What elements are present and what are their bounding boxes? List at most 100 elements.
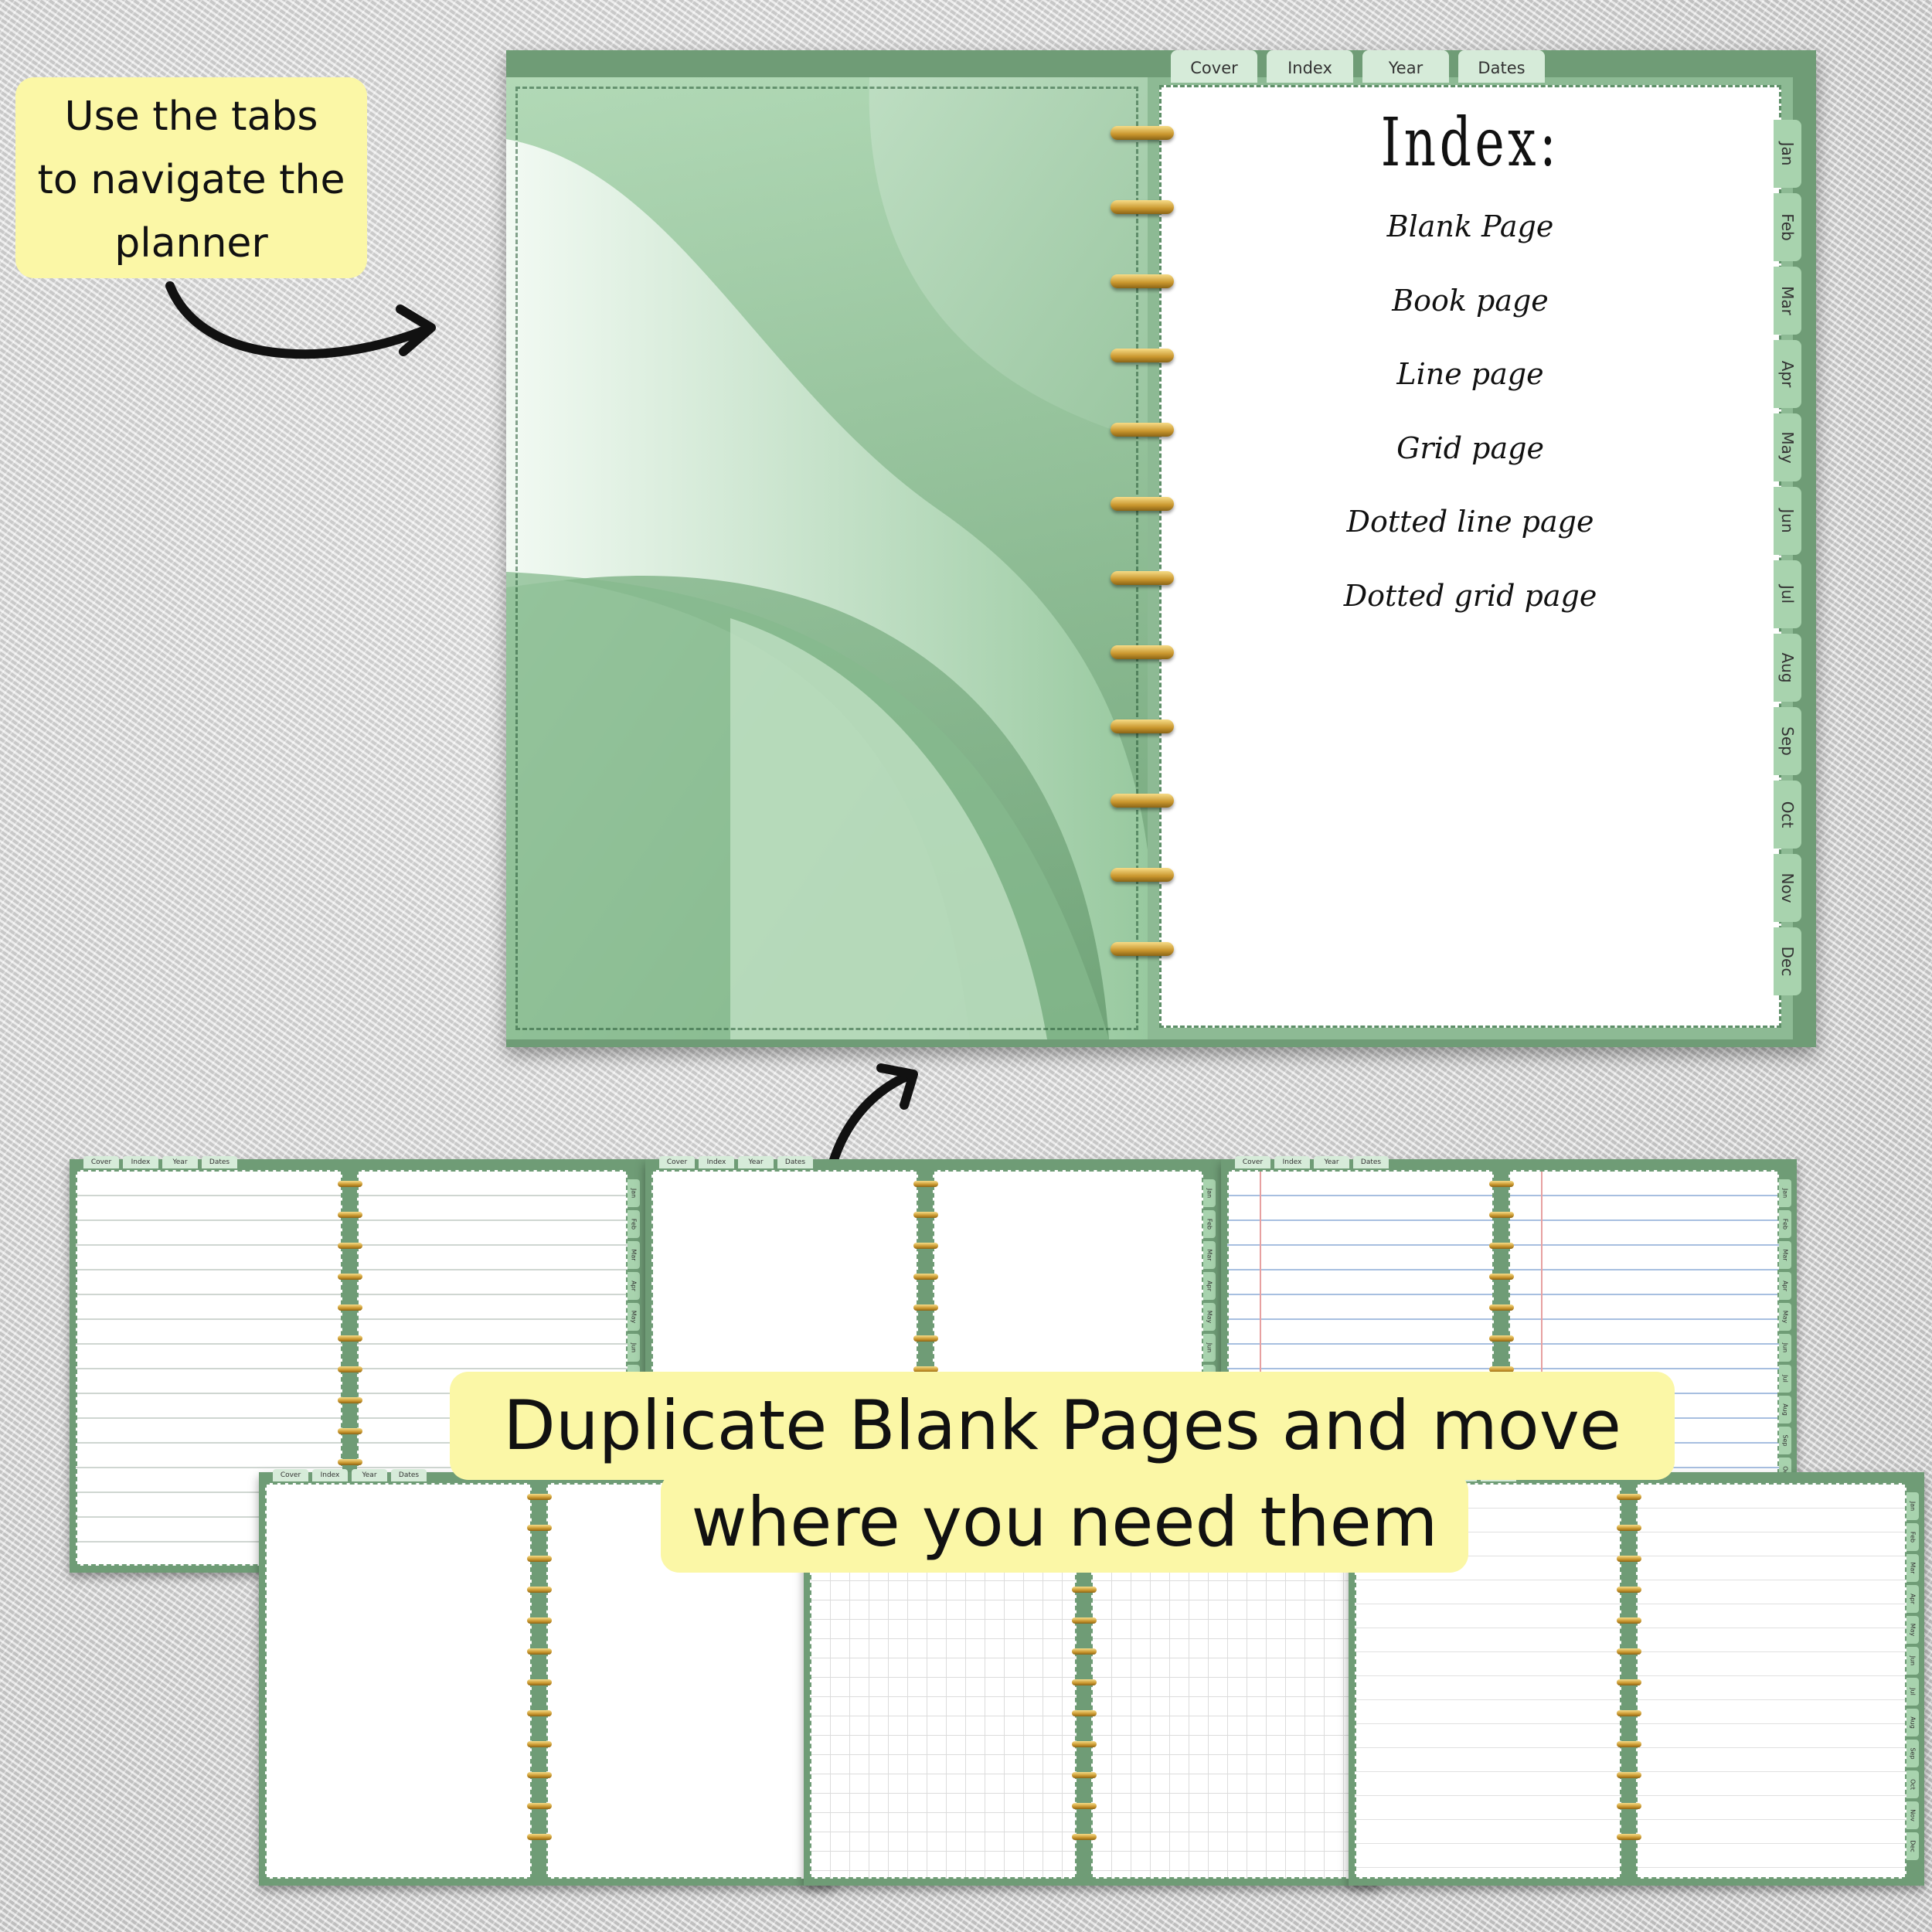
ring [1617,1587,1641,1593]
tab-cover[interactable]: Cover [1235,1156,1270,1168]
tab-year[interactable]: Year [1362,50,1449,83]
curved-arrow-icon [165,281,436,359]
tab-mar[interactable]: Mar [1774,267,1801,335]
tab-jun[interactable]: Jun [1203,1334,1216,1362]
tab-year[interactable]: Year [162,1156,198,1168]
ring [338,1335,362,1342]
tab-mar[interactable]: Mar [628,1241,640,1269]
tab-cover[interactable]: Cover [659,1156,695,1168]
tab-apr[interactable]: Apr [1779,1272,1791,1300]
tab-index[interactable]: Index [1274,1156,1310,1168]
tab-apr[interactable]: Apr [1203,1272,1216,1300]
ring [527,1710,552,1716]
tab-dec[interactable]: Dec [1774,927,1801,995]
tab-jan[interactable]: Jan [1906,1492,1919,1520]
ring [1072,1617,1097,1624]
ring [1072,1587,1097,1593]
month-tab-bar: Jan Feb Mar Apr May Jun Jul Aug Sep Oct … [1774,120,1801,1001]
ring [1617,1803,1641,1809]
tab-index[interactable]: Index [1267,50,1353,83]
tab-year[interactable]: Year [352,1469,387,1481]
main-planner: Cover Index Year Dates Jan Feb Mar Apr M… [506,50,1816,1047]
tab-label: Aug [1778,652,1797,683]
tab-dates[interactable]: Dates [777,1156,813,1168]
tab-cover[interactable]: Cover [1171,50,1257,83]
ring [1072,1803,1097,1809]
ring [1617,1772,1641,1778]
tab-jul[interactable]: Jul [1774,560,1801,628]
ring [338,1274,362,1280]
tab-dates[interactable]: Dates [1353,1156,1389,1168]
ring [338,1397,362,1403]
tab-feb[interactable]: Feb [1779,1210,1791,1238]
tab-nov[interactable]: Nov [1906,1801,1919,1829]
tab-may[interactable]: May [628,1303,640,1331]
tab-jan[interactable]: Jan [1203,1179,1216,1207]
left-page [76,1170,342,1566]
ring [1072,1648,1097,1655]
tab-apr[interactable]: Apr [1774,340,1801,408]
tab-mar[interactable]: Mar [1906,1554,1919,1582]
ring [527,1679,552,1685]
tab-feb[interactable]: Feb [628,1210,640,1238]
index-link-line-page[interactable]: Line page [1396,357,1544,391]
index-link-dotted-grid-page[interactable]: Dotted grid page [1343,578,1597,613]
tab-dec[interactable]: Dec [1906,1832,1919,1860]
tab-nov[interactable]: Nov [1774,854,1801,922]
tab-mar[interactable]: Mar [1779,1241,1791,1269]
tab-dates[interactable]: Dates [391,1469,427,1481]
tab-oct[interactable]: Oct [1774,781,1801,849]
tab-label: Nov [1778,872,1797,903]
tab-aug[interactable]: Aug [1906,1709,1919,1736]
tab-sep[interactable]: Sep [1906,1740,1919,1767]
tab-index[interactable]: Index [699,1156,734,1168]
tab-aug[interactable]: Aug [1774,634,1801,702]
top-tab-bar: Cover Index Year Dates [1171,50,1545,83]
tab-jul[interactable]: Jul [1779,1365,1791,1393]
tab-apr[interactable]: Apr [628,1272,640,1300]
tab-cover[interactable]: Cover [83,1156,119,1168]
tab-cover[interactable]: Cover [273,1469,308,1481]
index-link-grid-page[interactable]: Grid page [1396,430,1544,465]
index-link-blank-page[interactable]: Blank Page [1386,209,1554,243]
tab-jan[interactable]: Jan [628,1179,640,1207]
tab-may[interactable]: May [1779,1303,1791,1331]
tab-jul[interactable]: Jul [1906,1678,1919,1706]
tab-feb[interactable]: Feb [1774,193,1801,261]
tab-jan[interactable]: Jan [1774,120,1801,188]
tab-feb[interactable]: Feb [1203,1210,1216,1238]
tab-sep[interactable]: Sep [1774,707,1801,775]
tab-year[interactable]: Year [738,1156,774,1168]
tab-feb[interactable]: Feb [1906,1523,1919,1551]
tab-year[interactable]: Year [1314,1156,1349,1168]
tab-may[interactable]: May [1774,413,1801,481]
index-link-dotted-line-page[interactable]: Dotted line page [1346,505,1594,539]
tab-apr[interactable]: Apr [1906,1585,1919,1613]
tab-mar[interactable]: Mar [1203,1241,1216,1269]
ring [1489,1274,1514,1280]
tab-oct[interactable]: Oct [1906,1770,1919,1798]
tab-index[interactable]: Index [312,1469,348,1481]
ring [1489,1366,1514,1372]
ring [1111,719,1174,733]
ring [1617,1679,1641,1685]
tab-dates[interactable]: Dates [1458,50,1545,83]
tab-jan[interactable]: Jan [1779,1179,1791,1207]
tab-dates[interactable]: Dates [202,1156,237,1168]
tab-jun[interactable]: Jun [628,1334,640,1362]
ring [1111,794,1174,808]
tab-may[interactable]: May [1203,1303,1216,1331]
tab-aug[interactable]: Aug [1779,1396,1791,1423]
ring [527,1741,552,1747]
tab-label: Jan [1778,141,1797,166]
tab-jun[interactable]: Jun [1774,487,1801,555]
ring [338,1366,362,1372]
index-list: Blank Page Book page Line page Grid page… [1159,203,1781,646]
tab-jun[interactable]: Jun [1779,1334,1791,1362]
tab-sep[interactable]: Sep [1779,1427,1791,1454]
index-link-book-page[interactable]: Book page [1392,283,1549,318]
tab-index[interactable]: Index [123,1156,158,1168]
tab-may[interactable]: May [1906,1616,1919,1644]
tab-jun[interactable]: Jun [1906,1647,1919,1675]
